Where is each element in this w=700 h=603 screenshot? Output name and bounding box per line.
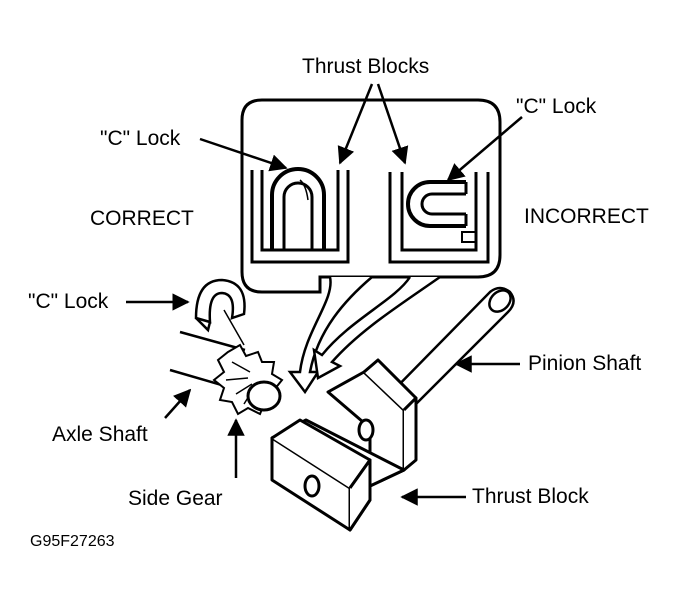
thrust-blocks-arrow-right — [376, 83, 409, 165]
side-gear — [212, 343, 284, 416]
callout-tail-right — [312, 275, 441, 380]
incorrect-inset — [388, 172, 490, 264]
c-lock-right-label: "C" Lock — [516, 95, 597, 118]
pinion-shaft-label: Pinion Shaft — [528, 352, 642, 375]
thrust-blocks-label: Thrust Blocks — [302, 55, 430, 78]
pinion-shaft — [382, 286, 515, 420]
thrust-block-part — [270, 358, 418, 532]
axle-shaft-label: Axle Shaft — [52, 423, 148, 446]
c-lock-gear-label: "C" Lock — [28, 290, 109, 313]
figure-code-label: G95F27263 — [30, 533, 115, 550]
c-lock-left-arrow — [199, 137, 288, 172]
axle-shaft-arrow — [164, 388, 192, 419]
correct-inset — [250, 167, 350, 264]
c-lock-part — [194, 278, 246, 333]
thrust-blocks-arrow-left — [337, 83, 374, 165]
correct-label: CORRECT — [90, 207, 194, 230]
side-gear-label: Side Gear — [128, 487, 223, 510]
c-lock-right-arrow — [446, 116, 523, 182]
c-lock-left-label: "C" Lock — [100, 127, 181, 150]
thrust-block-label: Thrust Block — [472, 485, 589, 508]
incorrect-label: INCORRECT — [524, 205, 649, 228]
callout-tail — [287, 276, 373, 395]
